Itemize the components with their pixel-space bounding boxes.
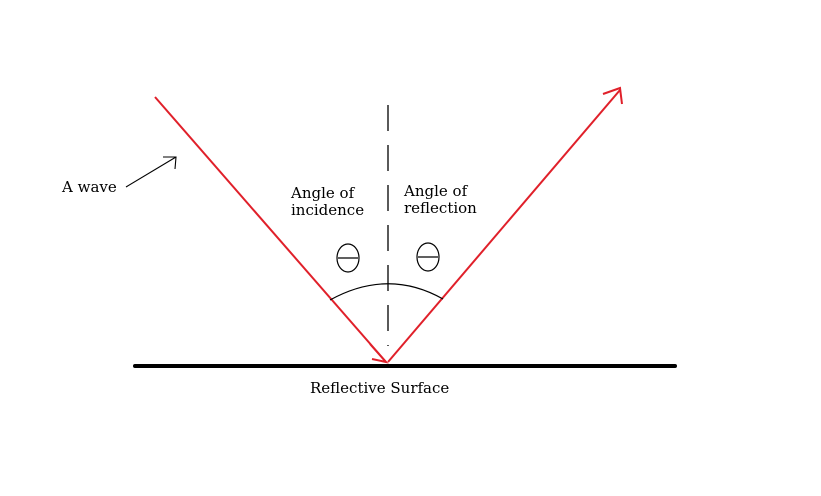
wave-label: A wave <box>61 178 117 196</box>
theta-icon <box>336 243 360 273</box>
reflected-ray-arrowhead <box>602 86 623 105</box>
angle-of-reflection-label-line1: Angle of <box>403 182 469 200</box>
reflective-surface-label: Reflective Surface <box>310 379 449 397</box>
wave-pointer-arrowhead <box>163 156 177 170</box>
angle-of-incidence-label-line2: incidence <box>291 201 364 219</box>
angle-of-reflection-label-line2: reflection <box>404 199 477 217</box>
wave-pointer-arrow <box>125 156 177 188</box>
angle-of-incidence-label-line1: Angle of <box>290 184 356 202</box>
incident-ray <box>154 96 387 363</box>
incident-ray-arrowhead <box>369 343 389 364</box>
angle-arc <box>329 283 444 301</box>
reflected-ray <box>387 89 621 363</box>
theta-icon <box>416 242 440 272</box>
